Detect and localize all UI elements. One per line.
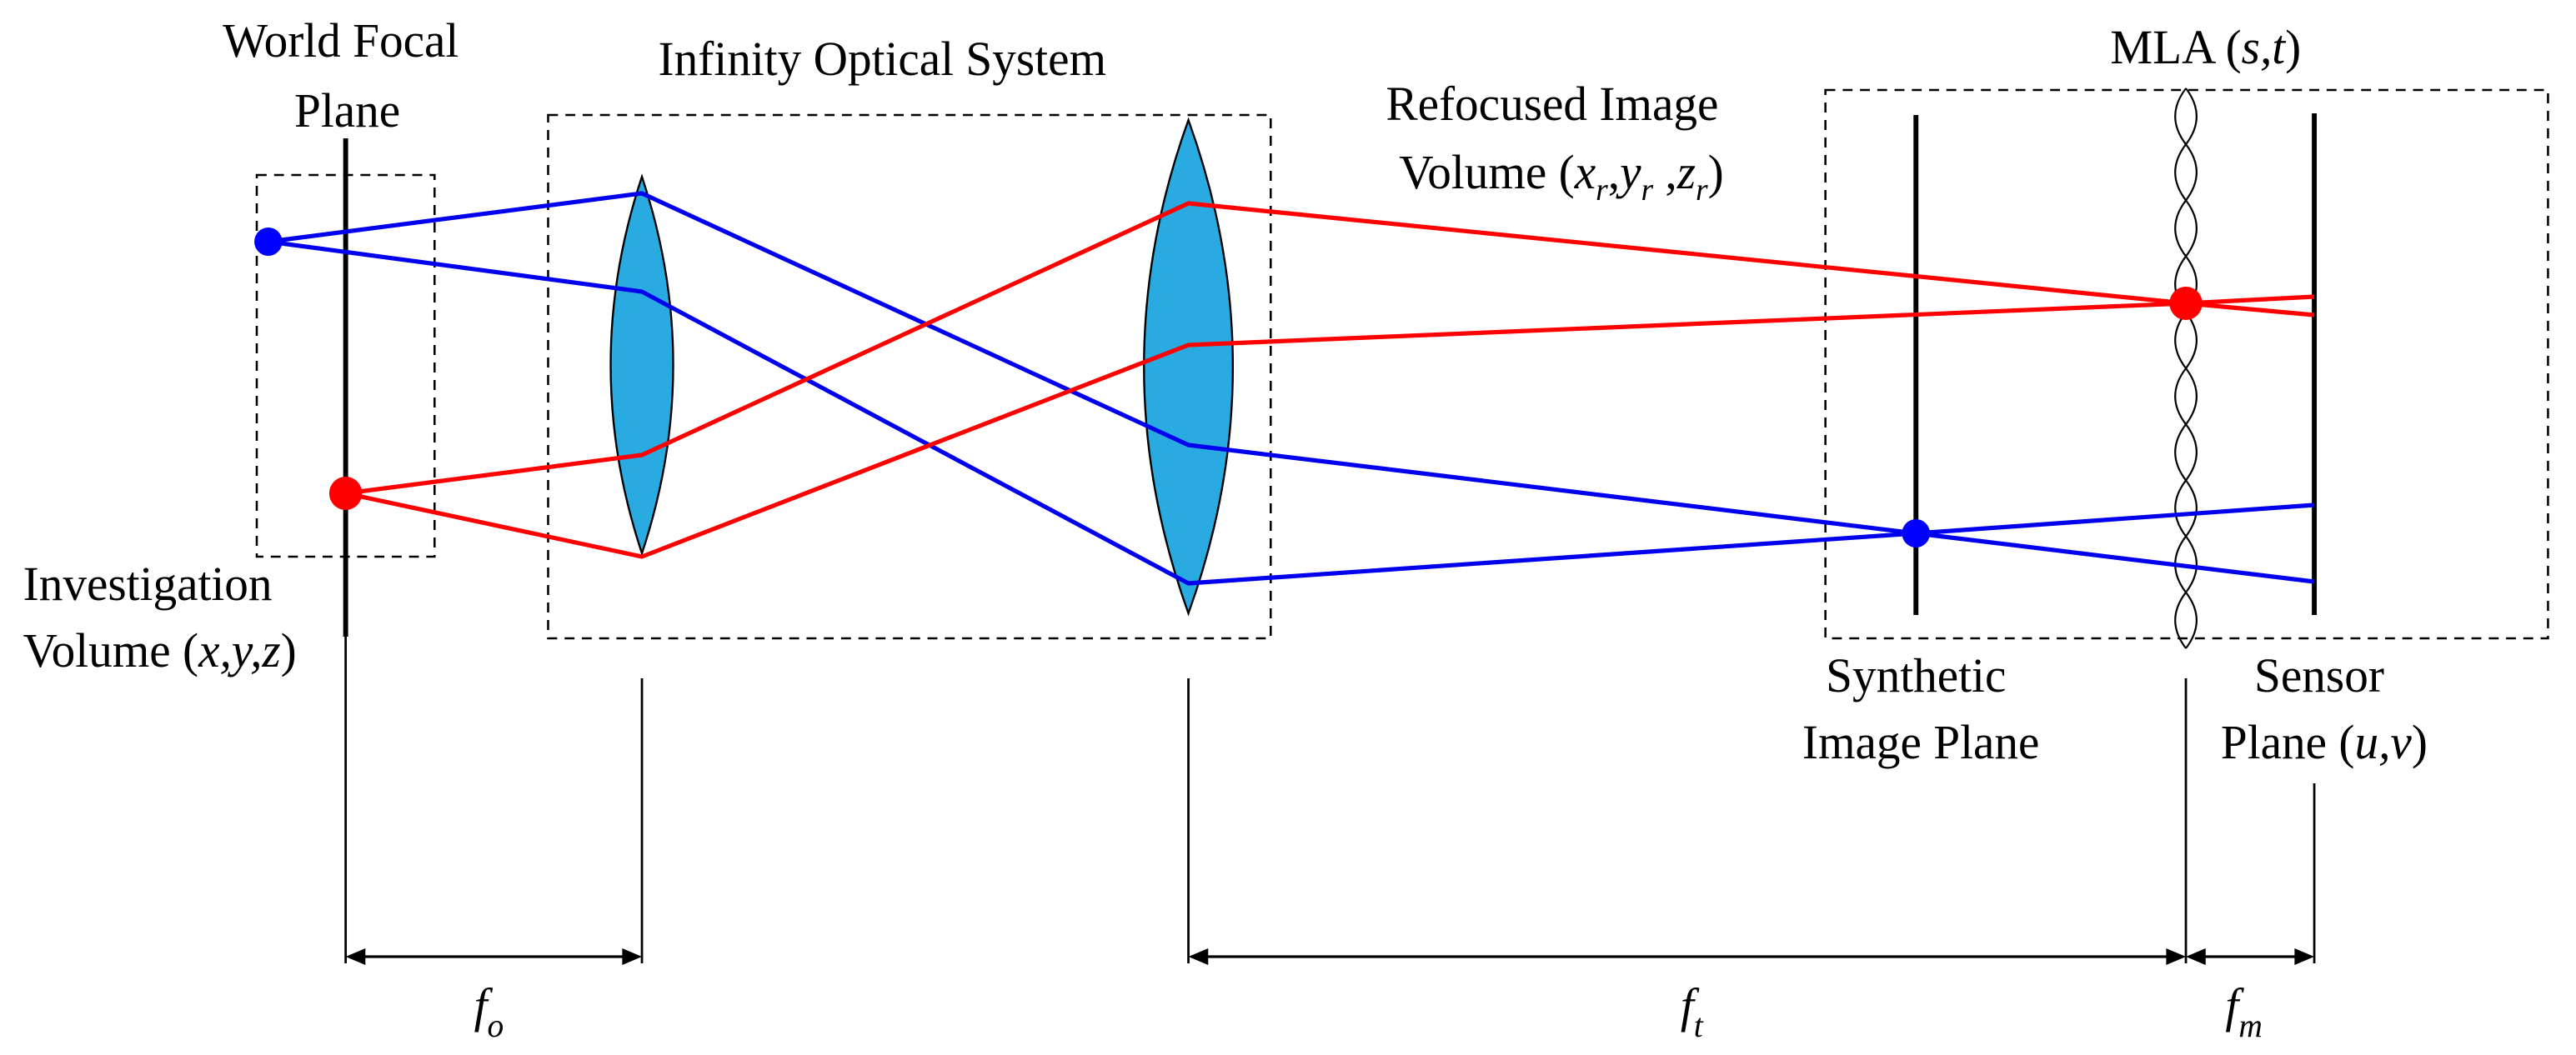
refocused-image-label-line1: Refocused Image <box>1386 78 1718 131</box>
infinity-optical-system-box <box>547 113 1272 640</box>
sensor-prefix: Plane ( <box>2221 717 2355 769</box>
objective-lens <box>609 173 674 557</box>
refocused-image-volume-box <box>1824 88 2549 640</box>
refocused-comma-1: , <box>1608 147 1620 199</box>
fm-arrow-right <box>2294 948 2315 965</box>
micro-lens-array <box>2174 88 2198 649</box>
fo-dimension <box>345 948 643 965</box>
refocused-close-paren: ) <box>1708 147 1724 199</box>
ft-arrow-left <box>1188 948 1209 965</box>
ft-sub: t <box>1694 1008 1704 1044</box>
fo-sub: o <box>488 1008 504 1044</box>
tube-lens <box>1143 117 1234 617</box>
red-refocus-point <box>2169 287 2203 320</box>
ft-arrow-right <box>2166 948 2187 965</box>
synthetic-image-plane-label-line2: Image Plane <box>1802 717 2040 769</box>
refocused-y-sub: r <box>1641 172 1653 208</box>
synthetic-image-plane-label-line1: Synthetic <box>1826 650 2006 702</box>
mla-label: MLA (s,t) <box>2110 22 2301 74</box>
refocused-x: x <box>1574 147 1596 199</box>
blue-source-point <box>254 228 283 256</box>
fm-arrow-left <box>2186 948 2206 965</box>
refocused-comma-2: , <box>1653 147 1677 199</box>
mla-prefix: MLA ( <box>2110 22 2241 74</box>
fm-label: fm <box>2225 980 2262 1044</box>
red-ray-upper <box>345 201 2315 496</box>
investigation-prefix: Volume ( <box>23 625 198 678</box>
refocused-y: y <box>1616 147 1641 199</box>
fo-label: fo <box>474 980 504 1044</box>
refocused-image-volume-label: Volume (xr,yr ,zr) <box>1399 147 1723 208</box>
red-source-point <box>328 477 363 510</box>
sensor-plane-label-line2: Plane (u,v) <box>2221 717 2428 769</box>
ft-dimension <box>1188 948 2187 965</box>
fm-sub: m <box>2238 1008 2263 1044</box>
sensor-close-paren: ) <box>2412 717 2428 769</box>
world-focal-plane-label-line2: Plane <box>294 85 400 138</box>
mla-right-edge <box>2184 88 2198 649</box>
refocused-z: z <box>1676 147 1696 199</box>
mla-close-paren: ) <box>2285 22 2301 74</box>
investigation-coords: x,y,z <box>198 625 281 678</box>
refocused-volume-prefix: Volume ( <box>1399 147 1574 199</box>
blue-ray-lower <box>268 239 2315 586</box>
refocused-x-sub: r <box>1596 172 1608 208</box>
red-ray-lower <box>345 294 2315 559</box>
ft-label: ft <box>1681 980 1704 1044</box>
investigation-label-line1: Investigation <box>23 558 273 611</box>
blue-ray-upper <box>268 191 2315 584</box>
fo-arrow-right <box>622 948 643 965</box>
sensor-coords: u,v <box>2354 717 2412 769</box>
infinity-optical-system-label: Infinity Optical System <box>659 33 1106 86</box>
fo-arrow-left <box>345 948 366 965</box>
investigation-volume-label: Volume (x,y,z) <box>23 625 297 678</box>
mla-coords: s,t <box>2242 22 2287 74</box>
investigation-close-paren: ) <box>281 625 297 678</box>
refocused-z-sub: r <box>1696 172 1708 208</box>
world-focal-plane-label-line1: World Focal <box>223 15 459 68</box>
fm-dimension <box>2186 948 2315 965</box>
sensor-plane-label-line1: Sensor <box>2254 650 2384 702</box>
blue-refocus-point <box>1902 519 1931 548</box>
